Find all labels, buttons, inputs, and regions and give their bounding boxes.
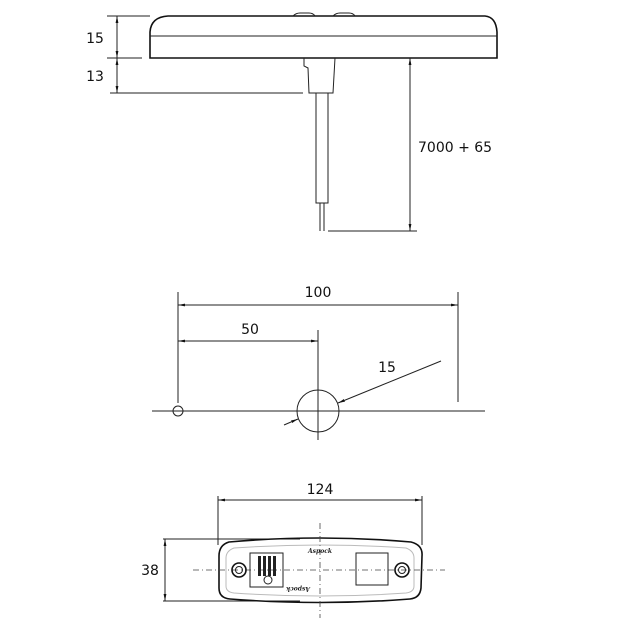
small-hole: [172, 405, 184, 417]
top-bump-right: [332, 12, 356, 17]
dim-cable-length: 7000 + 65: [418, 140, 492, 156]
screw-hole-right-outer: [394, 562, 410, 578]
screw-hole-left-inner: [235, 566, 243, 574]
lamp-top-outline: [218, 537, 423, 604]
approval-mark: [263, 575, 273, 585]
dim-body-height: 15: [86, 31, 104, 47]
label-plate: [249, 552, 284, 588]
dim-width: 124: [307, 482, 334, 498]
dim-connector-height: 13: [86, 69, 104, 85]
connector-outline: [303, 57, 336, 94]
brand-mark-bottom: Aspock: [286, 585, 311, 592]
dim-hole-diameter: 15: [378, 360, 396, 376]
screw-hole-left-outer: [231, 562, 247, 578]
brand-mark-top: Aspock: [307, 548, 332, 555]
label-text-lines: [258, 556, 276, 576]
screw-hole-right-inner: [398, 566, 406, 574]
dim-height: 38: [141, 563, 159, 579]
side-view: 15 13 7000 + 65: [86, 12, 498, 232]
reflector-window: [355, 552, 389, 586]
mounting-hole-pattern: 100 50 15: [152, 285, 485, 440]
top-view: 124 38 Aspock Aspock: [141, 482, 445, 618]
cable: [315, 92, 329, 204]
lamp-body-outline: [149, 15, 498, 59]
top-bump-left: [292, 12, 316, 17]
lamp-inner-outline: [225, 544, 415, 597]
dim-total-spacing: 100: [305, 285, 332, 301]
dim-center-offset: 50: [241, 322, 259, 338]
cable-hole: [296, 389, 340, 433]
